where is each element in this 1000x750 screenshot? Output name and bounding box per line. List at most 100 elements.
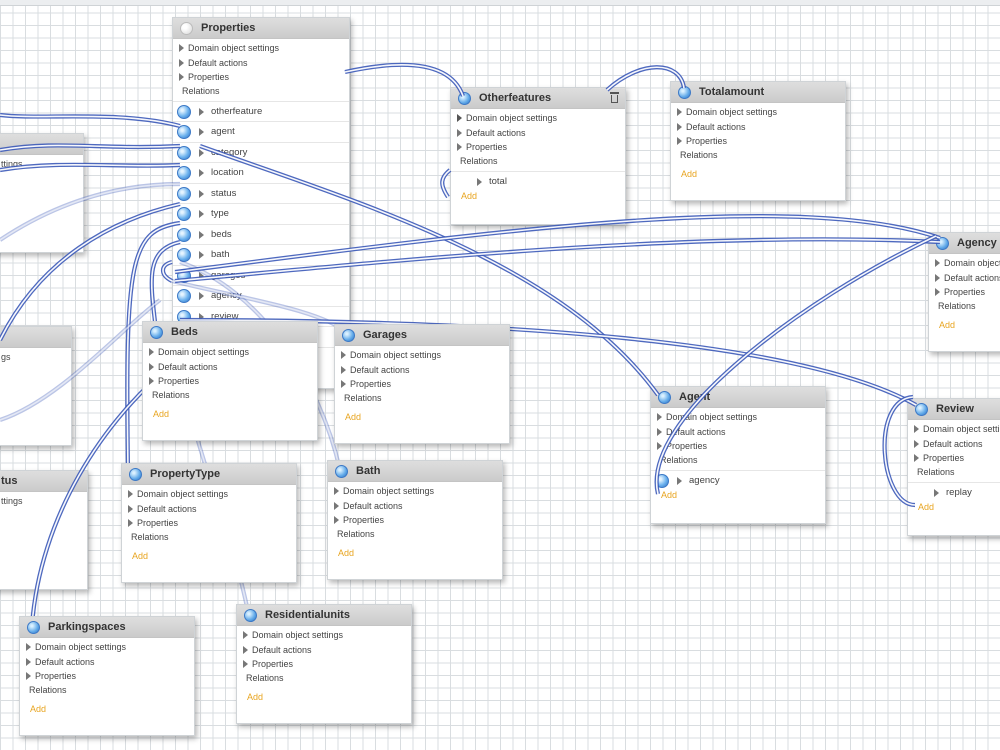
section-default-actions[interactable]: Default actions [179, 56, 349, 71]
relation-type[interactable]: type [173, 203, 349, 224]
add-link[interactable]: Add [132, 550, 149, 561]
expand-arrow-icon[interactable] [677, 476, 682, 485]
section-domain-object-settings[interactable]: Domain object settings [128, 487, 296, 502]
relation-status[interactable]: status [173, 182, 349, 204]
relation-location[interactable]: location [173, 162, 349, 183]
relation-connector-icon[interactable] [177, 166, 191, 180]
section-domain-object-settings[interactable]: Domain object settings [179, 41, 349, 56]
section-default-actions[interactable]: Default actions [657, 425, 825, 440]
entity-header[interactable]: Properties [173, 18, 349, 39]
entity-beds[interactable]: Beds Domain object settings Default acti… [142, 321, 318, 441]
entity-review[interactable]: Review Domain object settings Default ac… [907, 398, 1000, 536]
add-link[interactable]: Add [661, 490, 678, 500]
add-link[interactable]: Add [247, 691, 264, 702]
section-domain-object-settings[interactable]: Domain object settings [914, 422, 1000, 437]
section-domain-object-settings[interactable]: Domain object settings [341, 348, 509, 363]
section-domain-object-settings-partial[interactable]: ttings [1, 159, 23, 169]
entity-bath[interactable]: Bath Domain object settings Default acti… [327, 460, 503, 580]
section-default-actions[interactable]: Default actions [935, 271, 1000, 286]
expand-arrow-icon[interactable] [934, 488, 939, 497]
entity-header[interactable]: Parkingspaces [20, 617, 194, 638]
trash-icon[interactable] [610, 92, 619, 103]
section-properties[interactable]: Properties [243, 657, 411, 672]
entity-header[interactable]: Agency [929, 233, 1000, 254]
entity-header[interactable]: Review [908, 399, 1000, 420]
add-link[interactable]: Add [681, 168, 698, 179]
section-default-actions[interactable]: Default actions [914, 437, 1000, 452]
entity-header[interactable]: Garages [335, 325, 509, 346]
relation-category[interactable]: category [173, 141, 349, 163]
entity-agency[interactable]: Agency Domain object settings Default ac… [928, 232, 1000, 352]
entity-header[interactable]: tus [0, 471, 87, 492]
section-properties[interactable]: Properties [341, 377, 509, 392]
expand-arrow-icon[interactable] [199, 148, 204, 157]
section-domain-object-settings[interactable]: Domain object settings [657, 410, 825, 425]
entity-header[interactable]: PropertyType [122, 464, 296, 485]
entity-totalamount[interactable]: Totalamount Domain object settings Defau… [670, 81, 846, 201]
relation-connector-icon[interactable] [177, 104, 191, 119]
add-link[interactable]: Add [345, 411, 362, 422]
relation-garages[interactable]: garages [173, 264, 349, 286]
section-domain-object-settings[interactable]: Domain object settings [334, 484, 502, 499]
relation-agency[interactable]: agency [173, 285, 349, 306]
entity-parkingspaces[interactable]: Parkingspaces Domain object settings Def… [19, 616, 195, 736]
expand-arrow-icon[interactable] [199, 107, 204, 116]
relation-connector-icon[interactable] [177, 289, 191, 303]
section-properties[interactable]: Properties [149, 374, 317, 389]
section-default-actions[interactable]: Default actions [457, 126, 625, 141]
expand-arrow-icon[interactable] [199, 312, 204, 321]
section-domain-object-settings-partial[interactable]: gs [1, 352, 11, 362]
entity-residentialunits[interactable]: Residentialunits Domain object settings … [236, 604, 412, 724]
expand-arrow-icon[interactable] [199, 189, 204, 198]
entity-header[interactable]: Residentialunits [237, 605, 411, 626]
relation-connector-icon[interactable] [177, 145, 191, 160]
section-default-actions[interactable]: Default actions [334, 499, 502, 514]
expand-arrow-icon[interactable] [199, 251, 204, 259]
section-properties[interactable]: Properties [677, 134, 845, 149]
entity-status-partial[interactable]: tus ttings [0, 470, 88, 590]
entity-agent[interactable]: Agent Domain object settings Default act… [650, 386, 826, 524]
section-default-actions[interactable]: Default actions [26, 655, 194, 670]
expand-arrow-icon[interactable] [477, 177, 482, 186]
entity-header[interactable]: Bath [328, 461, 502, 482]
relation-otherfeature[interactable]: otherfeature [173, 100, 349, 122]
expand-arrow-icon[interactable] [199, 230, 204, 239]
entity-header[interactable]: Agent [651, 387, 825, 408]
entity-header[interactable] [0, 327, 71, 348]
add-link[interactable]: Add [939, 319, 956, 330]
relation-connector-icon[interactable] [177, 268, 191, 283]
relation-replay[interactable]: replay [908, 481, 1000, 503]
relation-total[interactable]: total [451, 170, 625, 192]
section-domain-object-settings[interactable]: Domain object settings [243, 628, 411, 643]
add-link[interactable]: Add [153, 408, 170, 419]
relation-connector-icon[interactable] [177, 248, 191, 262]
section-domain-object-settings[interactable]: Domain object settings [935, 256, 1000, 271]
add-link[interactable]: Add [30, 703, 47, 714]
add-link[interactable]: Add [918, 502, 935, 512]
entity-header[interactable]: Otherfeatures [451, 88, 625, 109]
section-default-actions[interactable]: Default actions [341, 363, 509, 378]
relation-bath[interactable]: bath [173, 244, 349, 265]
section-properties[interactable]: Properties [914, 451, 1000, 466]
expand-arrow-icon[interactable] [199, 271, 204, 280]
section-properties[interactable]: Properties [334, 513, 502, 528]
entity-header[interactable]: Beds [143, 322, 317, 343]
relation-connector-icon[interactable] [177, 186, 191, 201]
section-default-actions[interactable]: Default actions [128, 502, 296, 517]
entity-header[interactable]: Totalamount [671, 82, 845, 103]
section-default-actions[interactable]: Default actions [677, 120, 845, 135]
expand-arrow-icon[interactable] [199, 128, 204, 136]
section-properties[interactable]: Properties [128, 516, 296, 531]
entity-garages[interactable]: Garages Domain object settings Default a… [334, 324, 510, 444]
entity-left-mid-partial[interactable]: gs [0, 326, 72, 446]
section-default-actions[interactable]: Default actions [149, 360, 317, 375]
entity-left-top-partial[interactable]: ttings [0, 133, 84, 253]
section-domain-object-settings[interactable]: Domain object settings [677, 105, 845, 120]
expand-arrow-icon[interactable] [199, 210, 204, 218]
relation-beds[interactable]: beds [173, 223, 349, 245]
section-domain-object-settings[interactable]: Domain object settings [457, 111, 625, 126]
relation-connector-icon[interactable] [177, 125, 191, 139]
entity-propertytype[interactable]: PropertyType Domain object settings Defa… [121, 463, 297, 583]
section-default-actions[interactable]: Default actions [243, 643, 411, 658]
add-link[interactable]: Add [461, 191, 478, 201]
